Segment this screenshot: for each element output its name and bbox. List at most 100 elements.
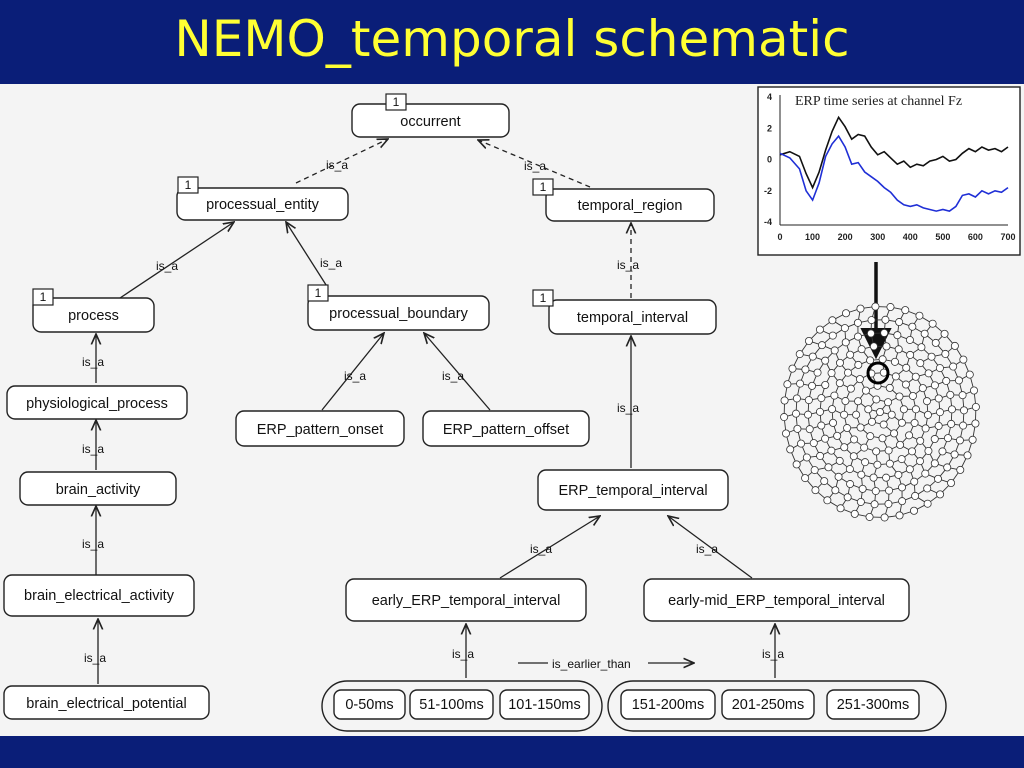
node-temporal-region: temporal_region <box>545 188 715 222</box>
label-is-a: is_a <box>82 537 104 551</box>
badge-label: 1 <box>315 286 322 300</box>
label-is-a: is_a <box>617 401 639 415</box>
y-tick-label: -2 <box>764 186 772 196</box>
edges <box>96 139 775 684</box>
x-tick-label: 100 <box>805 232 820 242</box>
x-tick-label: 300 <box>870 232 885 242</box>
label-is-a: is_a <box>696 542 718 556</box>
label-is-earlier-than: is_earlier_than <box>552 657 631 671</box>
badge-label: 1 <box>185 178 192 192</box>
badge-occurrent: 1 <box>385 93 407 111</box>
label-is-a: is_a <box>156 259 178 273</box>
node-label: temporal_interval <box>577 310 688 326</box>
node-label: processual_entity <box>206 197 320 213</box>
badge-processual-boundary: 1 <box>307 284 329 302</box>
badge-label: 1 <box>540 291 547 305</box>
electrode-net <box>780 302 980 522</box>
erp-chart-frame <box>757 86 1021 256</box>
x-tick-label: 600 <box>968 232 983 242</box>
node-label: processual_boundary <box>329 306 468 322</box>
node-processual-entity: processual_entity <box>176 187 349 221</box>
title-bar <box>0 0 1024 84</box>
node-label: early-mid_ERP_temporal_interval <box>668 593 885 609</box>
label-is-a: is_a <box>82 355 104 369</box>
interval-label: 201-250ms <box>732 697 805 713</box>
node-label: brain_electrical_potential <box>26 696 186 712</box>
label-is-a: is_a <box>326 158 348 172</box>
erp-series-blue <box>779 134 1009 212</box>
interval-0-50ms: 0-50ms <box>333 689 406 720</box>
badge-temporal-interval: 1 <box>532 289 554 307</box>
interval-251-300ms: 251-300ms <box>826 689 920 720</box>
edge-onset-boundary <box>321 333 384 411</box>
node-brain-activity: brain_activity <box>19 471 177 506</box>
edge-processual-boundary-processual-entity <box>286 222 329 289</box>
label-is-a: is_a <box>84 651 106 665</box>
edge-early-erp-interval <box>499 516 600 579</box>
node-label: process <box>68 308 119 324</box>
edge-temporal-region-occurrent <box>478 140 591 188</box>
label-is-a: is_a <box>320 256 342 270</box>
interval-label: 0-50ms <box>345 697 393 713</box>
x-tick-label: 700 <box>1000 232 1015 242</box>
y-tick-label: -4 <box>764 217 772 227</box>
node-label: physiological_process <box>26 396 168 412</box>
node-label: occurrent <box>400 114 460 130</box>
edge-processual-entity-occurrent <box>295 139 388 184</box>
edge-process-processual-entity <box>119 222 234 299</box>
slide-title: NEMO_temporal schematic <box>174 10 850 68</box>
erp-chart: ERP time series at channel Fz 4 2 0 -2 -4 0 10… <box>757 86 1021 256</box>
group-outline <box>321 680 603 732</box>
node-label: temporal_region <box>578 198 683 214</box>
badge-label: 1 <box>540 180 547 194</box>
edge-offset-boundary <box>424 333 491 411</box>
node-process: process <box>32 297 155 333</box>
y-tick-label: 0 <box>767 155 772 165</box>
badge-label: 1 <box>393 95 400 109</box>
group-outline <box>607 680 947 732</box>
early-mid-intervals-group: 151-200ms 201-250ms 251-300ms <box>607 680 947 732</box>
node-occurrent: occurrent <box>351 103 510 138</box>
node-label: ERP_pattern_offset <box>443 422 569 438</box>
interval-101-150ms: 101-150ms <box>499 689 590 720</box>
node-temporal-interval: temporal_interval <box>548 299 717 335</box>
interval-label: 101-150ms <box>508 697 581 713</box>
x-tick-label: 400 <box>903 232 918 242</box>
node-erp-temporal-interval: ERP_temporal_interval <box>537 469 729 511</box>
badge-processual-entity: 1 <box>177 176 199 194</box>
interval-151-200ms: 151-200ms <box>620 689 716 720</box>
label-is-a: is_a <box>442 369 464 383</box>
node-physiological-process: physiological_process <box>6 385 188 420</box>
node-label: early_ERP_temporal_interval <box>372 593 561 609</box>
interval-label: 151-200ms <box>632 697 705 713</box>
electrode-sensors <box>780 302 980 522</box>
early-intervals-group: 0-50ms 51-100ms 101-150ms <box>321 680 603 732</box>
erp-series-black <box>779 115 1009 190</box>
interval-51-100ms: 51-100ms <box>409 689 494 720</box>
label-is-a: is_a <box>762 647 784 661</box>
node-label: ERP_temporal_interval <box>558 483 707 499</box>
x-tick-label: 0 <box>777 232 782 242</box>
interval-201-250ms: 201-250ms <box>721 689 815 720</box>
node-erp-pattern-onset: ERP_pattern_onset <box>235 410 405 447</box>
label-is-a: is_a <box>617 258 639 272</box>
label-is-a: is_a <box>344 369 366 383</box>
node-early-erp-temporal-interval: early_ERP_temporal_interval <box>345 578 587 622</box>
y-tick-label: 2 <box>767 123 772 133</box>
edge-labels: is_a is_a is_a is_a is_a is_a is_a is_a … <box>82 158 784 671</box>
x-tick-label: 500 <box>935 232 950 242</box>
node-erp-pattern-offset: ERP_pattern_offset <box>422 410 590 447</box>
edge-early-mid-erp-interval <box>668 516 753 579</box>
node-processual-boundary: processual_boundary <box>307 295 490 331</box>
node-early-mid-erp-temporal-interval: early-mid_ERP_temporal_interval <box>643 578 910 622</box>
badge-label: 1 <box>40 290 47 304</box>
erp-chart-title: ERP time series at channel Fz <box>795 94 962 109</box>
label-is-a: is_a <box>530 542 552 556</box>
node-label: brain_electrical_activity <box>24 588 175 604</box>
label-is-a: is_a <box>524 159 546 173</box>
y-tick-label: 4 <box>767 92 772 102</box>
interval-label: 251-300ms <box>837 697 910 713</box>
x-tick-label: 200 <box>838 232 853 242</box>
footer-bar <box>0 736 1024 768</box>
label-is-a: is_a <box>452 647 474 661</box>
